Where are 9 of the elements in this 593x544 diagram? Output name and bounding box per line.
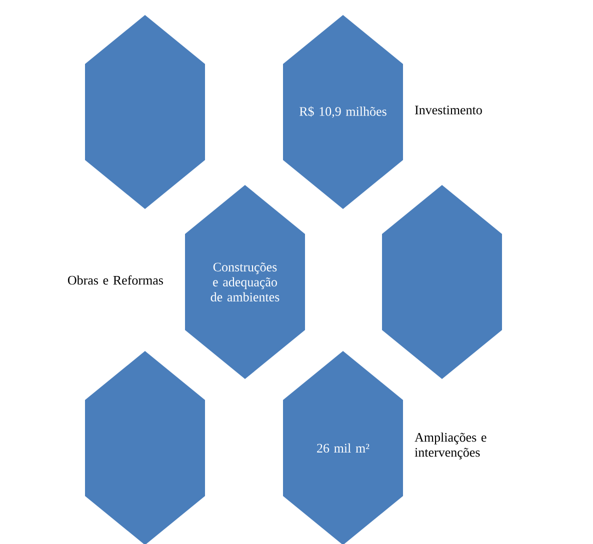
empty-hexagon <box>85 351 205 544</box>
side-label: Investimento <box>415 106 482 114</box>
side-label: Obras e Reformas <box>68 275 163 285</box>
hexagon: 26 mil m² <box>283 351 403 544</box>
hexagon: R$ 10,9 milhões <box>283 15 403 209</box>
hexagon: Construções e adequação de ambientes <box>185 185 305 379</box>
empty-hexagon <box>382 185 502 379</box>
empty-hexagon <box>85 15 205 209</box>
side-label: Ampliações e intervenções <box>414 432 486 460</box>
